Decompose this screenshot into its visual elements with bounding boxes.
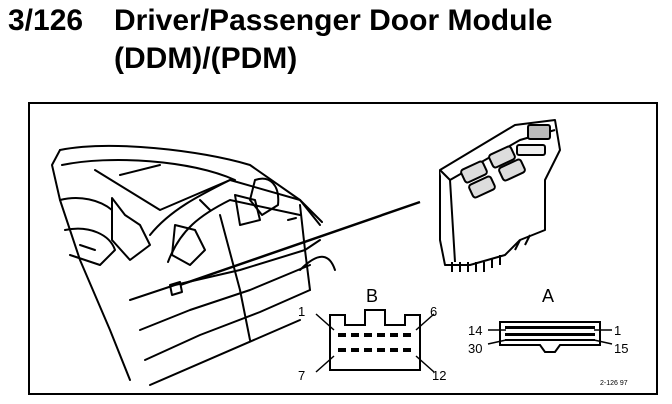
car-illustration [51, 144, 336, 386]
connector-a-pin-15: 15 [614, 341, 628, 356]
connector-b-pin-1: 1 [298, 304, 305, 319]
section-number: 3/126 [8, 4, 84, 37]
connector-b-housing [329, 309, 421, 371]
connector-b-pins [338, 333, 411, 352]
connector-b: B 1 6 7 12 [298, 286, 446, 383]
door-module-icon [439, 119, 561, 272]
connector-a-pins [505, 326, 595, 341]
connector-a-pin-1: 1 [614, 323, 621, 338]
figure-reference: 2-126 97 [600, 380, 628, 387]
connector-a-pin-30: 30 [468, 341, 482, 356]
connector-b-label: B [366, 286, 378, 306]
connector-a: A 14 1 30 15 [468, 286, 628, 356]
connector-a-label: A [542, 286, 554, 306]
leader-line [179, 200, 421, 287]
page-subtitle: (DDM)/(PDM) [114, 42, 298, 75]
connector-b-pin-6: 6 [430, 304, 437, 319]
connector-b-pin-7: 7 [298, 368, 305, 383]
page-title: Driver/Passenger Door Module [114, 4, 553, 37]
connector-b-pin-12: 12 [432, 368, 446, 383]
connector-a-pin-14: 14 [468, 323, 482, 338]
